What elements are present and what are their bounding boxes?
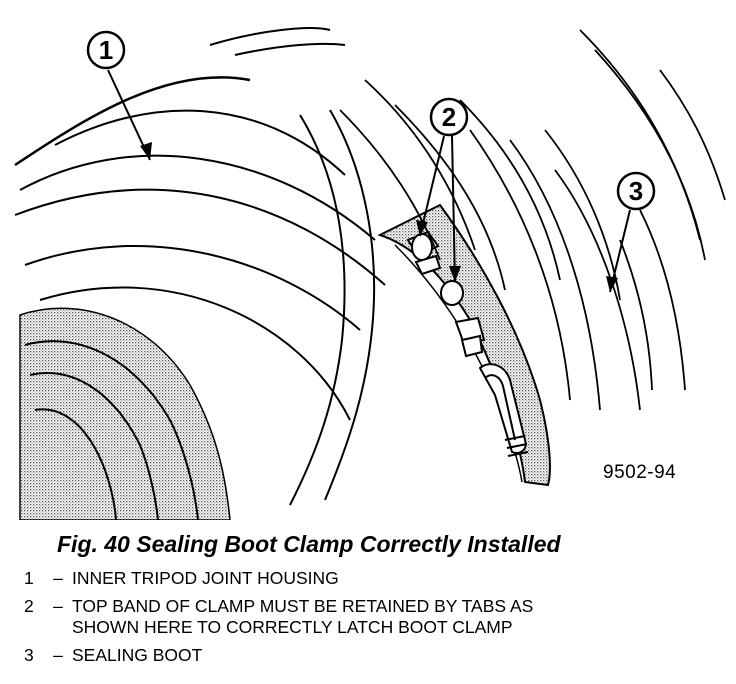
legend-number: 1 xyxy=(24,568,34,588)
arrowhead-icon xyxy=(449,266,461,282)
legend-text: SEALING BOOT xyxy=(72,645,724,666)
callout-1: 1 xyxy=(86,30,152,161)
callout-3: 3 xyxy=(606,171,656,293)
clamp-tabs xyxy=(406,230,486,358)
legend-dash: – xyxy=(53,645,63,665)
figure-code: 9502-94 xyxy=(603,462,677,483)
legend-line: TOP BAND OF CLAMP MUST BE RETAINED BY TA… xyxy=(72,596,534,616)
legend: 1 – INNER TRIPOD JOINT HOUSING 2 – TOP B… xyxy=(24,568,724,673)
legend-text: TOP BAND OF CLAMP MUST BE RETAINED BY TA… xyxy=(72,596,724,638)
arrowhead-icon xyxy=(606,276,618,292)
figure-caption: Fig. 40 Sealing Boot Clamp Correctly Ins… xyxy=(57,531,561,557)
arrowhead-icon xyxy=(140,142,152,160)
callout-3-number: 3 xyxy=(629,176,643,206)
legend-dash: – xyxy=(53,596,63,616)
legend-number: 3 xyxy=(24,645,34,665)
legend-line: INNER TRIPOD JOINT HOUSING xyxy=(72,568,339,588)
housing-shaded-bore xyxy=(19,307,231,520)
arrowhead-icon xyxy=(416,220,428,236)
clamp-illustration: 1 2 3 xyxy=(14,27,726,520)
legend-text: INNER TRIPOD JOINT HOUSING xyxy=(72,568,724,589)
callout-1-number: 1 xyxy=(99,35,113,65)
legend-dash: – xyxy=(53,568,63,588)
clamp-latch xyxy=(478,363,529,457)
joint-housing xyxy=(14,27,386,421)
callout-2: 2 xyxy=(416,97,469,283)
legend-line: SEALING BOOT xyxy=(72,645,203,665)
sealing-boot-lines xyxy=(339,29,726,411)
legend-number: 2 xyxy=(24,596,34,616)
housing-edge-lines xyxy=(289,109,376,506)
legend-item-3: 3 – SEALING BOOT xyxy=(24,645,724,666)
callout-2-number: 2 xyxy=(442,102,456,132)
legend-line: SHOWN HERE TO CORRECTLY LATCH BOOT CLAMP xyxy=(72,617,513,637)
legend-item-1: 1 – INNER TRIPOD JOINT HOUSING xyxy=(24,568,724,589)
legend-item-2: 2 – TOP BAND OF CLAMP MUST BE RETAINED B… xyxy=(24,596,724,638)
